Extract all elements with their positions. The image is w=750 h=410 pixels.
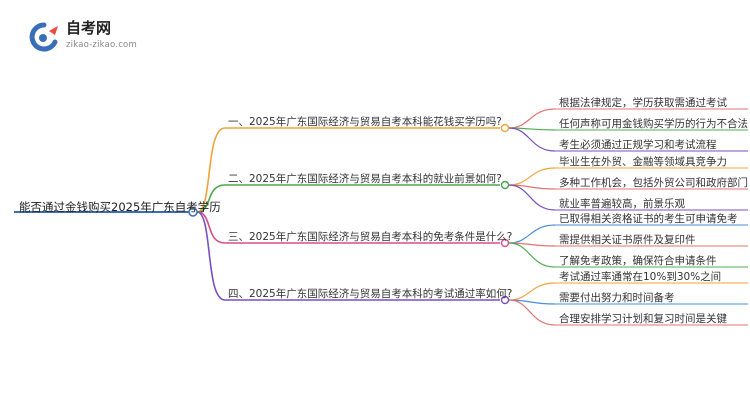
branch-label-4: 四、2025年广东国际经济与贸易自考本科的考试通过率如何? xyxy=(228,288,513,300)
leaf-2-1: 毕业生在外贸、金融等领域具竞争力 xyxy=(559,156,727,168)
logo-title: 自考网 xyxy=(66,19,112,37)
leaf-connector-4-1 xyxy=(508,282,556,301)
branch-knob-4 xyxy=(500,295,510,305)
leaf-connector-2-1 xyxy=(508,167,556,186)
branch-knob-2 xyxy=(500,180,510,190)
leaf-connector-3-1 xyxy=(508,224,556,244)
leaf-4-3: 合理安排学习计划和复习时间是关键 xyxy=(559,313,727,325)
leaf-1-2: 任何声称可用金钱购买学历的行为不合法 xyxy=(559,118,748,130)
branch-label-2: 二、2025年广东国际经济与贸易自考本科的就业前景如何? xyxy=(228,173,502,185)
leaf-connector-4-3 xyxy=(508,299,556,326)
logo-icon xyxy=(29,22,58,52)
leaf-connector-1-1 xyxy=(508,108,556,129)
leaf-1-3: 考生必须通过正规学习和考试流程 xyxy=(559,139,717,151)
leaf-3-1: 已取得相关资格证书的考生可申请免考 xyxy=(559,213,738,225)
branch-connector-4 xyxy=(196,211,226,301)
logo: 自考网 zikao-zikao.com xyxy=(28,19,138,52)
branch-label-3: 三、2025年广东国际经济与贸易自考本科的免考条件是什么? xyxy=(228,231,513,243)
logo-subtitle: zikao-zikao.com xyxy=(66,40,137,50)
branch-knob-1 xyxy=(500,123,510,133)
leaf-3-2: 需提供相关证书原件及复印件 xyxy=(559,234,696,246)
leaf-connector-2-3 xyxy=(508,184,556,211)
leaf-connector-1-3 xyxy=(508,127,556,152)
leaf-4-1: 考试通过率通常在10%到30%之间 xyxy=(559,271,722,283)
leaf-3-3: 了解免考政策，确保符合申请条件 xyxy=(559,255,717,267)
branch-connector-2 xyxy=(196,184,226,213)
branch-label-1: 一、2025年广东国际经济与贸易自考本科能花钱买学历吗? xyxy=(228,116,502,128)
leaf-4-2: 需要付出努力和时间备考 xyxy=(559,292,675,304)
branch-knob-3 xyxy=(500,238,510,248)
branch-connector-3 xyxy=(196,211,226,244)
leaf-connector-3-3 xyxy=(508,242,556,268)
leaf-1-1: 根据法律规定，学历获取需通过考试 xyxy=(559,97,727,109)
leaf-2-3: 就业率普遍较高，前景乐观 xyxy=(559,198,685,210)
leaf-2-2: 多种工作机会，包括外贸公司和政府部门 xyxy=(559,177,748,189)
root-node-label: 能否通过金钱购买2025年广东自考学历 xyxy=(19,200,221,214)
root-knob xyxy=(188,207,198,217)
branch-connector-1 xyxy=(196,127,226,213)
